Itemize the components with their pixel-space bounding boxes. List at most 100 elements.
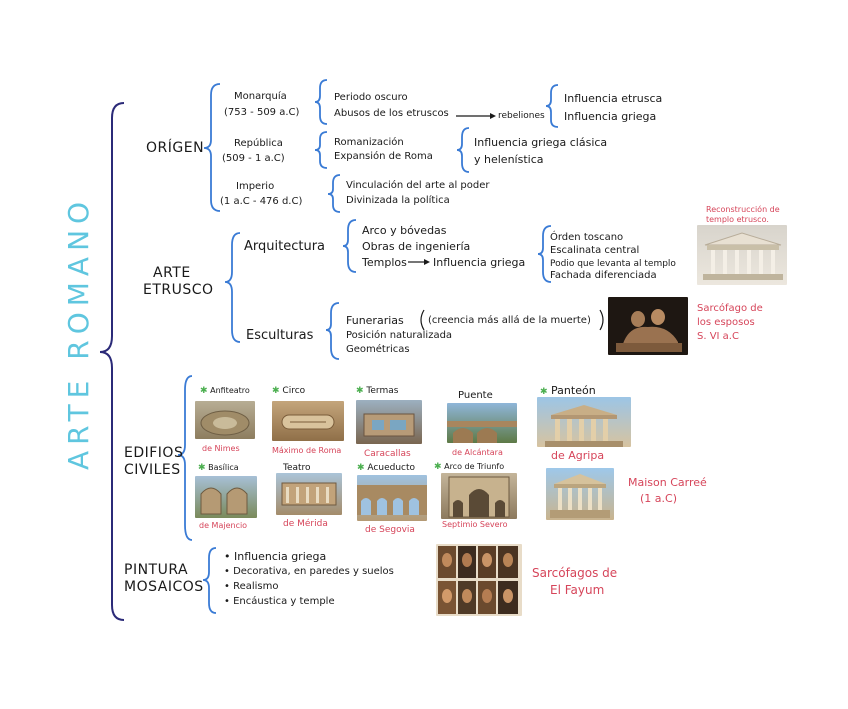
- teatro-image: [276, 473, 342, 515]
- panteon-title: ✱ Panteón: [540, 384, 596, 397]
- arco-title: ✱ Arco de Triunfo: [434, 462, 504, 472]
- star-icon: ✱: [200, 386, 208, 396]
- maison-carree-image: [546, 468, 614, 520]
- acueducto-place: de Segovia: [365, 525, 415, 535]
- origen-label: ORÍGEN: [146, 140, 205, 156]
- pintura-item-2-text: Decorativa, en paredes y suelos: [233, 566, 394, 577]
- panteon-image: [537, 397, 631, 447]
- pintura-item-4: • Encáustica y temple: [224, 596, 335, 607]
- sarcofago-caption-2: los esposos: [697, 317, 755, 328]
- basilica-place: de Majencio: [199, 521, 248, 530]
- circo-place: Máximo de Roma: [272, 446, 342, 455]
- pintura-item-3: • Realismo: [224, 581, 279, 592]
- imperio-item-1: Vinculación del arte al poder: [346, 180, 490, 191]
- fayum-caption-1: Sarcófagos de: [532, 566, 618, 580]
- circo-title: ✱ Circo: [272, 386, 305, 396]
- influencia-etrusca: Influencia etrusca: [564, 92, 663, 105]
- star-icon: ✱: [540, 387, 548, 397]
- sarcofago-caption-3: S. VI a.C: [697, 331, 739, 342]
- basilica-name: Basílica: [208, 463, 239, 472]
- pintura-item-1-text: Influencia griega: [234, 550, 327, 563]
- arq-influencia-griega: Influencia griega: [433, 256, 526, 269]
- republica-name: República: [234, 138, 283, 149]
- star-icon: ✱: [434, 462, 442, 472]
- monarquia-item-1: Periodo oscuro: [334, 92, 408, 103]
- fayum-caption-2: El Fayum: [550, 583, 605, 597]
- republica-dates: (509 - 1 a.C): [222, 153, 285, 164]
- sarcofago-esposos-image: [608, 297, 688, 355]
- influencia-griega-clasica: Influencia griega clásica: [474, 136, 608, 149]
- arco-image: [441, 473, 517, 519]
- monarquia-item-2: Abusos de los etruscos: [334, 108, 449, 119]
- arco-name: Arco de Triunfo: [444, 462, 505, 471]
- star-icon: ✱: [198, 463, 206, 473]
- arq-item-1: Arco y bóvedas: [362, 224, 447, 237]
- esc-item-1: Funerarias: [346, 314, 404, 327]
- esc-item-3: Geométricas: [346, 344, 410, 355]
- termas-name: Termas: [366, 386, 399, 396]
- anfiteatro-name: Anfiteatro: [210, 386, 250, 395]
- pintura-item-2: • Decorativa, en paredes y suelos: [224, 566, 394, 577]
- republica-item-2: Expansión de Roma: [334, 151, 433, 162]
- etrusco-label-2: ETRUSCO: [143, 282, 214, 298]
- imperio-dates: (1 a.C - 476 d.C): [220, 196, 303, 207]
- termas-place: Caracallas: [364, 449, 411, 459]
- templo-item-4: Fachada diferenciada: [550, 270, 657, 281]
- esc-item-2: Posición naturalizada: [346, 330, 453, 341]
- basilica-title: ✱ Basílica: [198, 463, 239, 473]
- imperio-name: Imperio: [236, 181, 275, 192]
- templo-item-1: Órden toscano: [550, 232, 624, 243]
- pintura-item-1: • Influencia griega: [224, 550, 327, 563]
- puente-place: de Alcántara: [452, 448, 503, 457]
- circo-name: Circo: [282, 386, 306, 396]
- pintura-item-4-text: Encáustica y temple: [233, 596, 335, 607]
- influencia-griega: Influencia griega: [564, 110, 657, 123]
- edificios-label-2: CIVILES: [124, 462, 181, 478]
- arq-item-2: Obras de ingeniería: [362, 240, 471, 253]
- acueducto-image: [357, 475, 427, 521]
- republica-item-1: Romanización: [334, 137, 404, 148]
- main-title: ARTE ROMANO: [62, 195, 95, 470]
- monarquia-name: Monarquía: [234, 91, 287, 102]
- esculturas-label: Esculturas: [246, 328, 314, 343]
- rebeliones-text: rebeliones: [498, 111, 545, 121]
- templo-caption-1: Reconstrucción de: [706, 205, 780, 214]
- influencia-helenistica: y helenística: [474, 153, 544, 166]
- imperio-item-2: Divinizada la política: [346, 195, 450, 206]
- templo-caption-2: templo etrusco.: [706, 215, 769, 224]
- etrusco-label-1: ARTE: [153, 265, 191, 281]
- acueducto-title: ✱ Acueducto: [357, 463, 415, 473]
- star-icon: ✱: [357, 463, 365, 473]
- templo-item-3: Podio que levanta al templo: [550, 259, 676, 269]
- templo-etrusco-image: [697, 225, 787, 285]
- anfiteatro-place: de Nimes: [202, 444, 240, 453]
- anfiteatro-image: [195, 401, 255, 439]
- pintura-label-1: PINTURA: [124, 562, 189, 578]
- arco-place: Septimio Severo: [442, 520, 508, 529]
- basilica-image: [195, 476, 257, 518]
- panteon-name: Panteón: [551, 384, 596, 397]
- circo-image: [272, 401, 344, 441]
- arq-item-3: Templos: [362, 256, 407, 269]
- sarcofago-caption-1: Sarcófago de: [697, 303, 763, 314]
- esc-note: (creencia más allá de la muerte): [428, 315, 591, 326]
- star-icon: ✱: [356, 386, 364, 396]
- fayum-portraits-image: [436, 544, 522, 616]
- puente-image: [447, 403, 517, 443]
- panteon-place: de Agripa: [551, 449, 605, 462]
- termas-title: ✱ Termas: [356, 386, 398, 396]
- edificios-label-1: EDIFIOS: [124, 445, 184, 461]
- maison-carree-name: Maison Carreé: [628, 476, 707, 489]
- puente-title: Puente: [458, 390, 493, 401]
- arquitectura-label: Arquitectura: [244, 239, 326, 254]
- monarquia-dates: (753 - 509 a.C): [224, 107, 300, 118]
- pintura-item-3-text: Realismo: [233, 581, 279, 592]
- pintura-label-2: MOSAICOS: [124, 579, 204, 595]
- maison-carree-dates: (1 a.C): [640, 492, 677, 505]
- star-icon: ✱: [272, 386, 280, 396]
- teatro-title: Teatro: [283, 463, 311, 473]
- termas-image: [356, 400, 422, 444]
- teatro-place: de Mérida: [283, 519, 328, 529]
- anfiteatro-title: ✱ Anfiteatro: [200, 386, 250, 396]
